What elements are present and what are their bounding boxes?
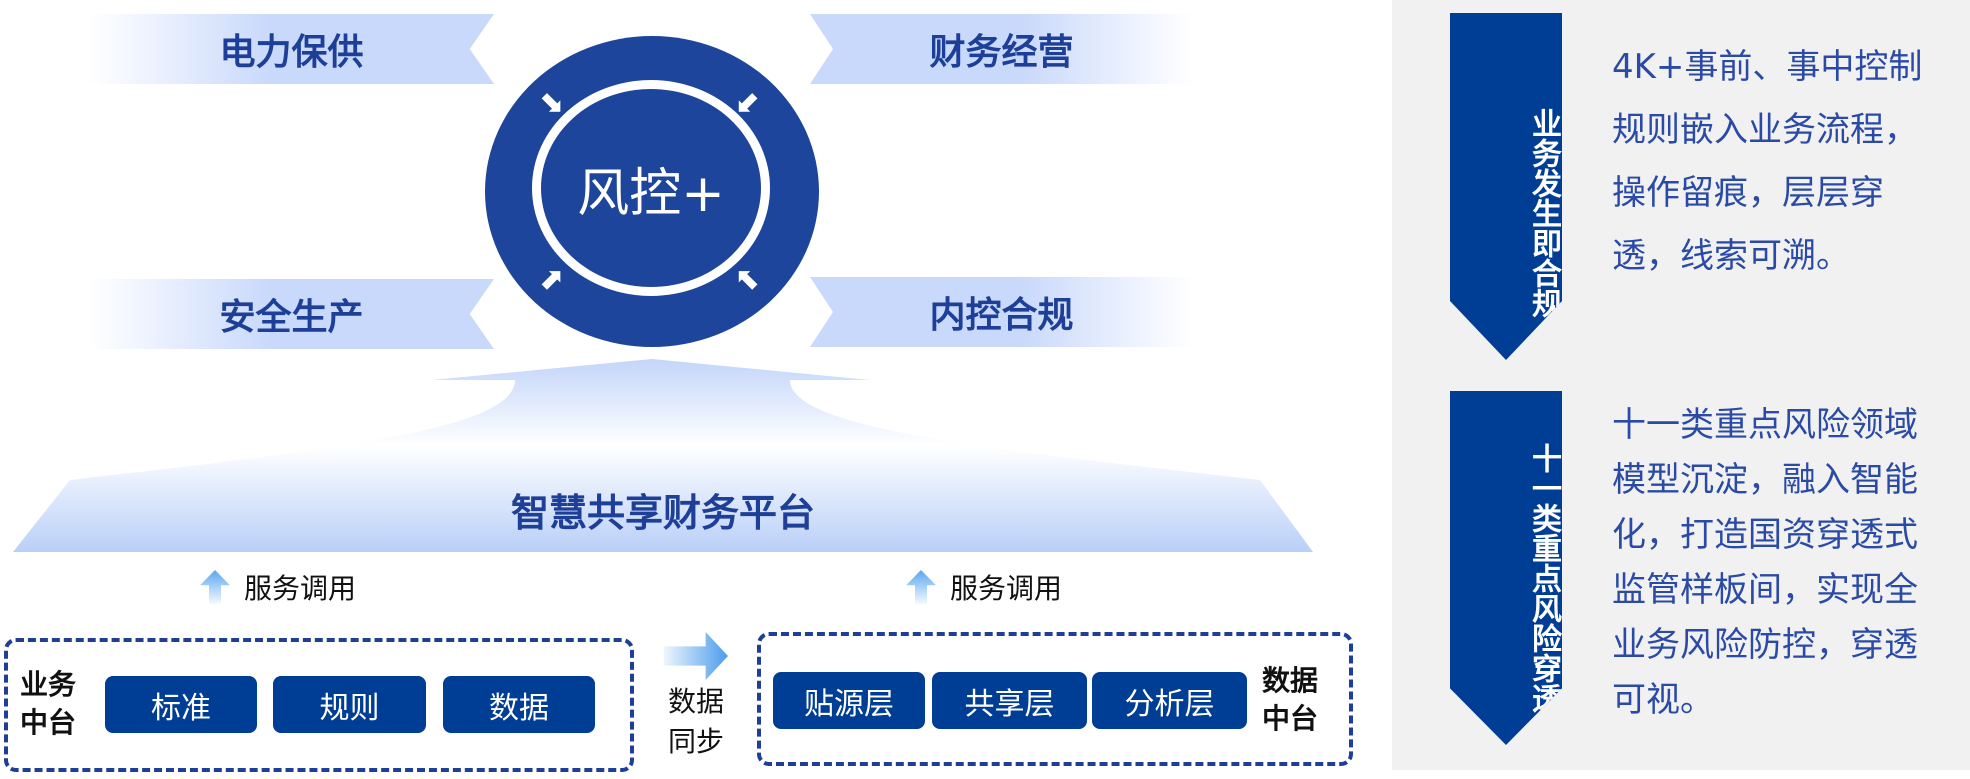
item-source-layer[interactable]: 贴源层: [773, 672, 925, 729]
band-safety-production: 安全生产: [89, 279, 494, 349]
platform-shape: [13, 359, 1313, 552]
badge-label: 十一类重点风险穿透: [1526, 443, 1561, 713]
business-middle-box: [4, 638, 634, 772]
band-finance-operation: 财务经营: [810, 14, 1193, 84]
badge-label: 业务发生即合规: [1526, 107, 1561, 318]
business-middle-label: 业务中台: [20, 668, 77, 739]
risk-control-ring: [532, 80, 770, 296]
band-power-supply: 电力保供: [89, 14, 494, 84]
band-label: 内控合规: [929, 295, 1074, 336]
arrow-in-icon: ⬊: [538, 84, 564, 119]
arrow-in-icon: ⬋: [736, 84, 762, 119]
band-label: 电力保供: [219, 32, 364, 73]
arrow-up-icon: [906, 570, 936, 604]
arrow-right-icon: [664, 632, 728, 680]
service-call-right: 服务调用: [906, 567, 1062, 607]
badge-risk-penetration: 十一类重点风险穿透: [1450, 391, 1562, 745]
service-call-left: 服务调用: [200, 567, 356, 607]
service-call-label: 服务调用: [950, 572, 1063, 605]
arrow-up-icon: [200, 570, 230, 604]
service-call-label: 服务调用: [244, 572, 357, 605]
arrow-in-icon: ⬉: [736, 262, 762, 297]
data-middle-box: [757, 632, 1353, 766]
data-middle-label: 数据中台: [1262, 664, 1319, 735]
item-rules[interactable]: 规则: [273, 676, 426, 733]
band-internal-control: 内控合规: [810, 277, 1193, 347]
band-label: 安全生产: [219, 297, 364, 338]
item-standard[interactable]: 标准: [105, 676, 257, 733]
item-data[interactable]: 数据: [443, 676, 595, 733]
badge-compliance: 业务发生即合规: [1450, 13, 1562, 360]
data-sync-label: 数据同步: [667, 685, 724, 758]
risk-description: 十一类重点风险领域模型沉淀，融入智能化，打造国资穿透式监管样板间，实现全业务风险…: [1612, 405, 1918, 720]
compliance-description: 4K+事前、事中控制规则嵌入业务流程，操作留痕，层层穿透，线索可溯。: [1612, 47, 1923, 276]
arrow-in-icon: ⬈: [538, 262, 564, 297]
platform-title: 智慧共享财务平台: [510, 491, 815, 535]
band-label: 财务经营: [929, 32, 1074, 73]
item-analysis-layer[interactable]: 分析层: [1092, 672, 1247, 729]
risk-control-title: 风控+: [577, 163, 725, 224]
item-shared-layer[interactable]: 共享层: [932, 672, 1087, 729]
